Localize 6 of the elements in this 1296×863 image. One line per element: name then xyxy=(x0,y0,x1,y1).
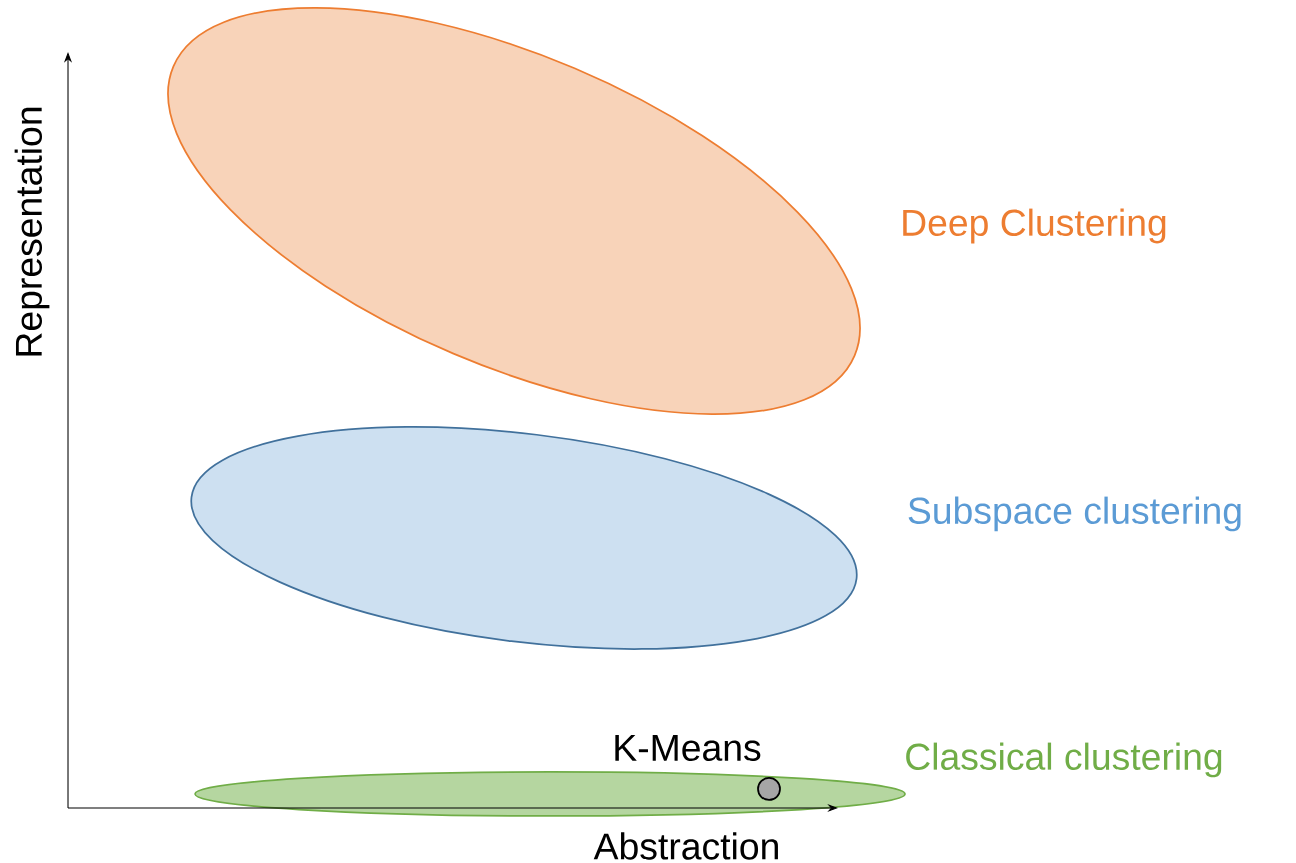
point-label: K-Means xyxy=(615,734,761,761)
cluster-label: Classical clustering xyxy=(906,742,1222,778)
cluster-label: Subspace clustering xyxy=(908,496,1241,532)
axis-label: Abstraction xyxy=(593,832,778,860)
axis-label: Representation xyxy=(14,107,50,356)
cluster-label: Deep Clustering xyxy=(903,208,1166,244)
